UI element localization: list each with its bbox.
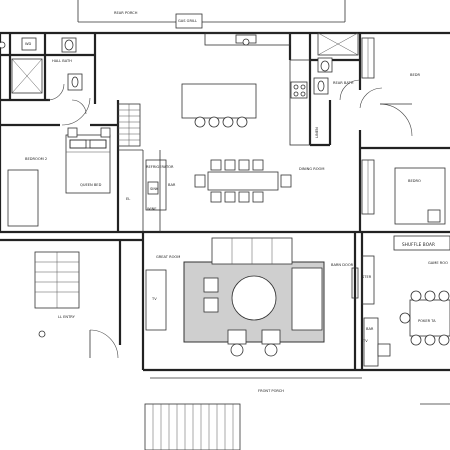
- sink-label: SINK: [150, 187, 159, 191]
- game-room: SHUFFLE BOAR GAME ROO STER BAR TV POKER …: [361, 235, 450, 367]
- el-label: EL: [126, 197, 130, 201]
- tv-left-label: TV: [151, 297, 157, 301]
- shuffle-board-label: SHUFFLE BOAR: [402, 242, 435, 247]
- bedroom2-bed-label: QUEEN BED: [80, 183, 102, 187]
- gas-grill-label: GAS GRILL: [178, 19, 197, 23]
- linen-label: LINEN: [315, 127, 319, 138]
- bedroom-2: BEDROOM 2 QUEEN BED EL: [7, 97, 130, 227]
- ster-label: STER: [362, 275, 372, 279]
- rear-bath: REAR BATH LINEN: [313, 32, 383, 138]
- great-room: GREAT ROOM TV BARN DOOR: [145, 237, 359, 357]
- wine-label: WINE: [147, 207, 157, 211]
- stair-bar: REFRIGERATOR BAR SINK WINE: [117, 103, 176, 232]
- dining-room-label: DINING ROOM: [299, 167, 324, 171]
- rear-porch-label: REAR PORCH: [114, 11, 138, 15]
- ll-entry-label: LL ENTRY: [58, 315, 76, 319]
- right-bedrooms: BEDR BEDRO: [361, 37, 446, 225]
- bar-label: BAR: [168, 183, 176, 187]
- great-room-label: GREAT ROOM: [156, 255, 180, 259]
- barn-door-label: BARN DOOR: [331, 263, 354, 267]
- dining-room: DINING ROOM: [194, 159, 324, 203]
- hall-bath-area: WD HALL BATH: [0, 37, 87, 115]
- rear-porch: REAR PORCH GAS GRILL: [77, 0, 346, 29]
- hall-bath-label: HALL BATH: [52, 59, 72, 63]
- kitchen: [181, 32, 311, 146]
- wd-label: WD: [25, 42, 32, 46]
- bedroom-right-mid-label: BEDRO: [408, 179, 421, 183]
- bedroom2-label: BEDROOM 2: [25, 157, 47, 161]
- bar-right-label: BAR: [366, 327, 374, 331]
- tv-right-label: TV: [362, 339, 368, 343]
- bedroom-right-top-label: BEDR: [410, 73, 421, 77]
- game-room-label: GAME ROO: [428, 261, 448, 265]
- rear-bath-label: REAR BATH: [333, 81, 354, 85]
- front-porch: FRONT PORCH: [144, 377, 450, 450]
- ll-entry: LL ENTRY: [34, 251, 119, 359]
- front-porch-label: FRONT PORCH: [258, 389, 284, 393]
- poker-table-label: POKER TA: [418, 319, 436, 323]
